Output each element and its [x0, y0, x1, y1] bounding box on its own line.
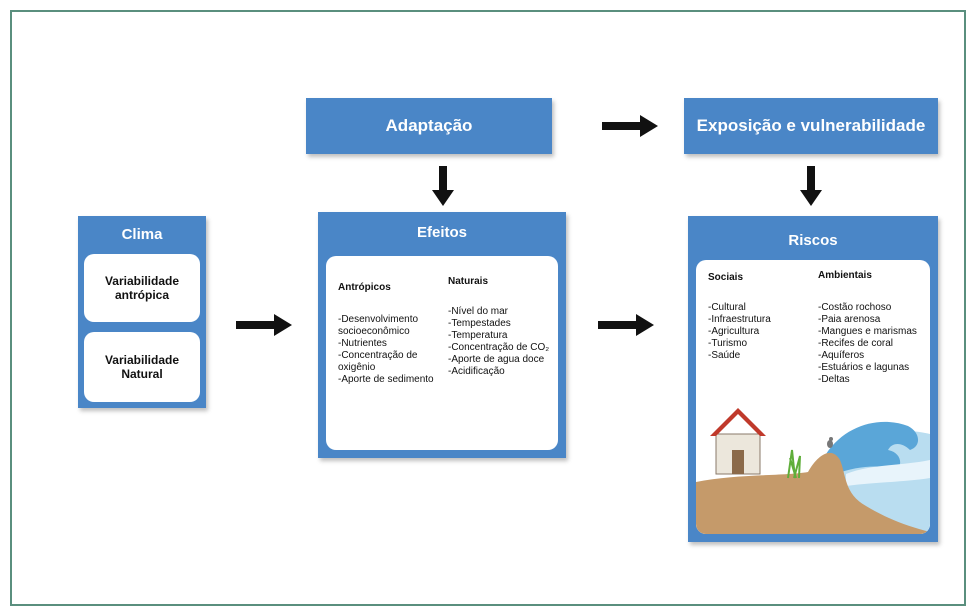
arrow-clima-to-efeitos: [236, 314, 292, 336]
bird-icon: [827, 437, 833, 448]
riscos-box: Riscos Sociais -Cultural-Infraestrutura-…: [688, 216, 938, 542]
diagram-frame: Clima Variabilidade antrópica Variabilid…: [10, 10, 966, 606]
ambientais-item: -Paia arenosa: [818, 314, 881, 325]
ambientais-list: -Costão rochoso-Paia arenosa-Mangues e m…: [818, 302, 918, 386]
adaptacao-box: Adaptação: [306, 98, 552, 154]
antropicos-title: Antrópicos: [338, 282, 391, 293]
land-ground: [696, 452, 930, 534]
grass-icon: [787, 449, 801, 479]
antropicos-item: -Nutrientes: [338, 338, 387, 349]
sociais-item: -Saúde: [708, 350, 741, 361]
ambientais-item: -Aquíferos: [818, 350, 865, 361]
exposicao-title: Exposição e vulnerabilidade: [696, 116, 926, 135]
antropicos-item: -Concentração de oxigênio: [338, 350, 418, 373]
antropicos-list: -Desenvolvimento socioeconômico-Nutrient…: [338, 314, 448, 386]
sociais-item: -Infraestrutura: [708, 314, 771, 325]
sociais-title: Sociais: [708, 272, 744, 283]
naturais-title: Naturais: [448, 276, 489, 287]
naturais-item: -Temperatura: [448, 330, 508, 341]
arrow-exposicao-to-riscos: [800, 166, 822, 206]
efeitos-box: Efeitos Antrópicos -Desenvolvimento soci…: [318, 212, 566, 458]
house-icon: [710, 408, 766, 475]
sociais-list: -Cultural-Infraestrutura-Agricultura-Tur…: [708, 302, 808, 362]
clima-item1-label: Variabilidade antrópica: [104, 274, 180, 302]
ambientais-item: -Recifes de coral: [818, 338, 894, 349]
ambientais-item: -Deltas: [818, 374, 850, 385]
clima-variabilidade-antropica: Variabilidade antrópica: [84, 254, 200, 322]
naturais-item: -Concentração de CO₂: [448, 342, 550, 353]
naturais-item: -Acidificação: [448, 366, 505, 377]
arrow-adaptacao-to-efeitos: [432, 166, 454, 206]
clima-item2-label: Variabilidade Natural: [104, 353, 180, 381]
coastal-illustration: [696, 394, 930, 534]
riscos-panel: Sociais -Cultural-Infraestrutura-Agricul…: [696, 260, 930, 534]
ambientais-item: -Mangues e marismas: [818, 326, 917, 337]
naturais-item: -Aporte de agua doce: [448, 354, 545, 365]
ambientais-title: Ambientais: [818, 270, 872, 281]
clima-variabilidade-natural: Variabilidade Natural: [84, 332, 200, 402]
efeitos-panel: Antrópicos -Desenvolvimento socioeconômi…: [326, 256, 558, 450]
antropicos-item: -Desenvolvimento socioeconômico: [338, 314, 419, 337]
naturais-item: -Tempestades: [448, 318, 511, 329]
arrow-efeitos-to-riscos: [598, 314, 654, 336]
ambientais-item: -Estuários e lagunas: [818, 362, 910, 373]
sociais-item: -Turismo: [708, 338, 748, 349]
adaptacao-title: Adaptação: [385, 116, 473, 135]
clima-box: Clima Variabilidade antrópica Variabilid…: [78, 216, 206, 408]
naturais-item: -Nível do mar: [448, 306, 509, 317]
wave-icon: [826, 421, 919, 474]
clima-title: Clima: [121, 226, 163, 243]
antropicos-item: -Aporte de sedimento: [338, 374, 434, 385]
naturais-list: -Nível do mar-Tempestades-Temperatura-Co…: [448, 306, 552, 378]
efeitos-title: Efeitos: [416, 224, 467, 241]
arrow-adaptacao-to-exposicao: [602, 115, 658, 137]
riscos-title: Riscos: [788, 232, 838, 249]
ambientais-item: -Costão rochoso: [818, 302, 892, 313]
sociais-item: -Agricultura: [708, 326, 760, 337]
sociais-item: -Cultural: [708, 302, 746, 313]
exposicao-box: Exposição e vulnerabilidade: [684, 98, 938, 154]
